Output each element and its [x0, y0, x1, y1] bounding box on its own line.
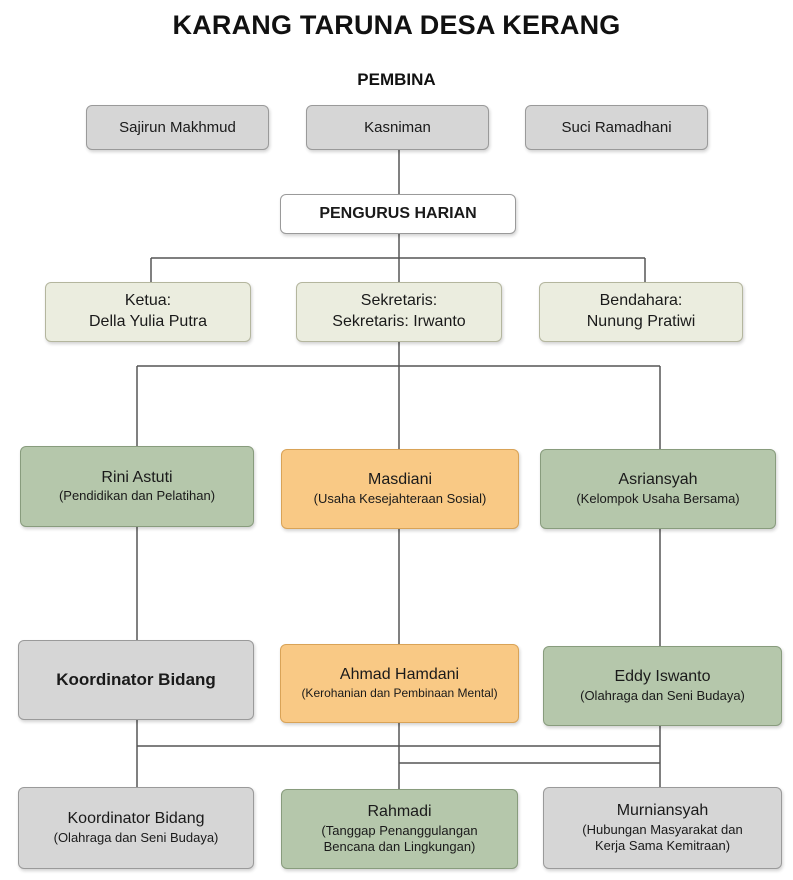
pembina-name: Kasniman [364, 118, 431, 136]
bidang-role-line2: Kerja Sama Kemitraan) [594, 838, 731, 854]
bidang-box-eddy: Eddy Iswanto (Olahraga dan Seni Budaya) [543, 646, 782, 726]
bidang-name: Murniansyah [616, 801, 709, 819]
koordinator-bidang-olahraga-box: Koordinator Bidang (Olahraga dan Seni Bu… [18, 787, 254, 869]
pembina-label: PEMBINA [357, 70, 436, 89]
bidang-name: Rahmadi [367, 802, 432, 820]
bidang-box-ahmad: Ahmad Hamdani (Kerohanian dan Pembinaan … [280, 644, 519, 723]
pengurus-harian-box: PENGURUS HARIAN [280, 194, 516, 234]
bidang-role-line1: (Hubungan Masyarakat dan [582, 821, 743, 837]
pembina-box-suci: Suci Ramadhani [525, 105, 708, 150]
pembina-name: Sajirun Makhmud [119, 118, 236, 136]
bidang-role: (Pendidikan dan Pelatihan) [58, 488, 216, 504]
sekretaris-name: Sekretaris: Irwanto [332, 313, 466, 330]
pembina-box-sajirun: Sajirun Makhmud [86, 105, 269, 150]
bidang-name: Asriansyah [618, 471, 698, 489]
bidang-box-rahmadi: Rahmadi (Tanggap Penanggulangan Bencana … [281, 789, 518, 869]
pembina-box-kasniman: Kasniman [306, 105, 489, 150]
bidang-role-line2: Bencana dan Lingkungan) [323, 839, 476, 855]
bidang-name: Ahmad Hamdani [339, 666, 460, 684]
ketua-name: Della Yulia Putra [89, 313, 207, 330]
bidang-role: (Kerohanian dan Pembinaan Mental) [301, 686, 498, 701]
bidang-role-line1: (Tanggap Penanggulangan [321, 822, 478, 838]
pembina-name: Suci Ramadhani [561, 118, 672, 136]
bendahara-name: Nunung Pratiwi [586, 313, 696, 330]
bidang-role: (Olahraga dan Seni Budaya) [580, 687, 745, 703]
koordinator-bidang-box: Koordinator Bidang [18, 640, 254, 720]
ketua-box: Ketua: Della Yulia Putra [45, 282, 251, 342]
bendahara-title: Bendahara: [599, 292, 683, 310]
bidang-box-masdiani: Masdiani (Usaha Kesejahteraan Sosial) [281, 449, 519, 529]
bendahara-box: Bendahara: Nunung Pratiwi [539, 282, 743, 342]
ketua-title: Ketua: [124, 292, 172, 310]
bidang-role: (Olahraga dan Seni Budaya) [53, 829, 219, 845]
sekretaris-title: Sekretaris: [360, 292, 438, 310]
bidang-name: Koordinator Bidang [67, 810, 205, 828]
bidang-name: Rini Astuti [101, 468, 173, 486]
chart-title: KARANG TARUNA DESA KERANG [172, 10, 621, 40]
bidang-role: (Kelompok Usaha Bersama) [576, 490, 740, 506]
bidang-name: Koordinator Bidang [56, 669, 216, 689]
bidang-name: Masdiani [367, 471, 433, 489]
bidang-name: Eddy Iswanto [614, 668, 711, 686]
bidang-role: (Usaha Kesejahteraan Sosial) [313, 490, 487, 506]
bidang-box-murniansyah: Murniansyah (Hubungan Masyarakat dan Ker… [543, 787, 782, 869]
pengurus-harian-label: PENGURUS HARIAN [319, 204, 477, 222]
sekretaris-box: Sekretaris: Sekretaris: Irwanto [296, 282, 502, 342]
bidang-box-rini: Rini Astuti (Pendidikan dan Pelatihan) [20, 446, 254, 527]
bidang-box-asriansyah: Asriansyah (Kelompok Usaha Bersama) [540, 449, 776, 529]
